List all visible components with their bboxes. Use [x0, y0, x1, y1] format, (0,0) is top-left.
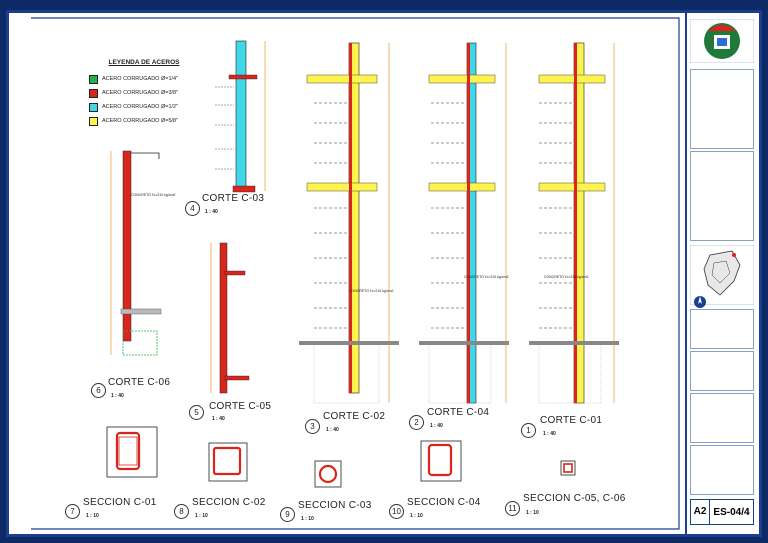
- seccion-c02-drawing: [208, 442, 248, 482]
- title-block-field: [690, 69, 754, 149]
- corte-c06-scale: 1 : 40: [111, 393, 124, 399]
- legend-label: ACERO CORRUGADO Ø=5/8": [102, 118, 179, 124]
- detail-number-10: 10: [389, 504, 404, 519]
- steel-legend: LEYENDA DE ACEROS ACERO CORRUGADO Ø=1/4"…: [89, 59, 199, 128]
- corte-c05-title: CORTE C-05: [209, 401, 272, 412]
- detail-number-5: 5: [189, 405, 204, 420]
- corte-c03-scale: 1 : 40: [205, 209, 218, 215]
- legend-item: ACERO CORRUGADO Ø=5/8": [89, 114, 199, 128]
- legend-label: ACERO CORRUGADO Ø=3/8": [102, 90, 179, 96]
- corte-c01-drawing: [529, 42, 619, 404]
- seccion-c03-scale: 1 : 10: [301, 516, 314, 522]
- legend-label: ACERO CORRUGADO Ø=1/2": [102, 104, 179, 110]
- seccion-c04-title: SECCION C-04: [407, 497, 481, 508]
- legend-item: ACERO CORRUGADO Ø=1/2": [89, 100, 199, 114]
- seccion-c05-c06-scale: 1 : 10: [526, 510, 539, 516]
- corte-c05-scale: 1 : 40: [212, 416, 225, 422]
- detail-number-2: 2: [409, 415, 424, 430]
- corte-c02-title: CORTE C-02: [323, 411, 386, 422]
- drawing-sheet: LEYENDA DE ACEROS ACERO CORRUGADO Ø=1/4"…: [6, 10, 762, 537]
- seccion-c05-c06-title: SECCION C-05, C-06: [523, 493, 626, 504]
- concrete-note: CONCRETO f'c=210 kg/cm2: [464, 275, 509, 279]
- seccion-c01-title: SECCION C-01: [83, 497, 157, 508]
- detail-number-6: 6: [91, 383, 106, 398]
- swatch-green: [89, 74, 98, 84]
- corte-c04-drawing: [419, 42, 509, 404]
- title-block: A2 ES-04/4: [685, 13, 759, 534]
- swatch-red: [89, 88, 98, 98]
- concrete-note: CONCRETO f'c=210 kg/cm2: [544, 275, 589, 279]
- north-arrow-icon: [694, 296, 706, 308]
- corte-c06-drawing: [110, 150, 162, 356]
- corte-c04-scale: 1 : 40: [430, 423, 443, 429]
- seccion-c05-c06-drawing: [560, 460, 576, 476]
- detail-number-9: 9: [280, 507, 295, 522]
- title-block-field: [690, 351, 754, 391]
- corte-c04-title: CORTE C-04: [427, 407, 490, 418]
- seccion-c04-scale: 1 : 10: [410, 513, 423, 519]
- sheet-code: ES-04/4: [713, 506, 750, 518]
- detail-number-7: 7: [65, 504, 80, 519]
- corte-c02-scale: 1 : 40: [326, 427, 339, 433]
- corte-c01-title: CORTE C-01: [540, 415, 603, 426]
- sheet-size: A2: [691, 500, 710, 524]
- legend-label: ACERO CORRUGADO Ø=1/4": [102, 76, 179, 82]
- title-block-field: [690, 445, 754, 495]
- seccion-c02-scale: 1 : 10: [195, 513, 208, 519]
- seccion-c04-drawing: [420, 440, 462, 482]
- legend-item: ACERO CORRUGADO Ø=1/4": [89, 72, 199, 86]
- legend-title: LEYENDA DE ACEROS: [108, 59, 180, 66]
- seccion-c01-drawing: [106, 426, 158, 478]
- title-block-field: [690, 393, 754, 443]
- seccion-c02-title: SECCION C-02: [192, 497, 266, 508]
- corte-c05-drawing: [210, 242, 250, 394]
- detail-number-11: 11: [505, 501, 520, 516]
- seccion-c03-title: SECCION C-03: [298, 500, 372, 511]
- detail-number-1: 1: [521, 423, 536, 438]
- structural-drawing: [11, 15, 683, 532]
- municipal-crest-logo: [690, 19, 754, 63]
- swatch-yellow: [89, 116, 98, 126]
- seccion-c01-scale: 1 : 10: [86, 513, 99, 519]
- corte-c06-title: CORTE C-06: [108, 377, 171, 388]
- detail-number-8: 8: [174, 504, 189, 519]
- concrete-note: CONCRETO f'c=210 kg/cm2: [349, 289, 394, 293]
- corte-c03-drawing: [215, 40, 266, 193]
- location-map: [690, 245, 754, 305]
- legend-item: ACERO CORRUGADO Ø=3/8": [89, 86, 199, 100]
- sheet-number-box: A2 ES-04/4: [690, 499, 754, 525]
- corte-c03-title: CORTE C-03: [202, 193, 265, 204]
- title-block-field: [690, 151, 754, 241]
- corte-c02-drawing: [299, 42, 399, 404]
- concrete-note: CONCRETO f'c=210 kg/cm2: [131, 193, 176, 197]
- corte-c01-scale: 1 : 40: [543, 431, 556, 437]
- detail-number-4: 4: [185, 201, 200, 216]
- swatch-cyan: [89, 102, 98, 112]
- seccion-c03-drawing: [314, 460, 342, 488]
- detail-number-3: 3: [305, 419, 320, 434]
- title-block-field: [690, 309, 754, 349]
